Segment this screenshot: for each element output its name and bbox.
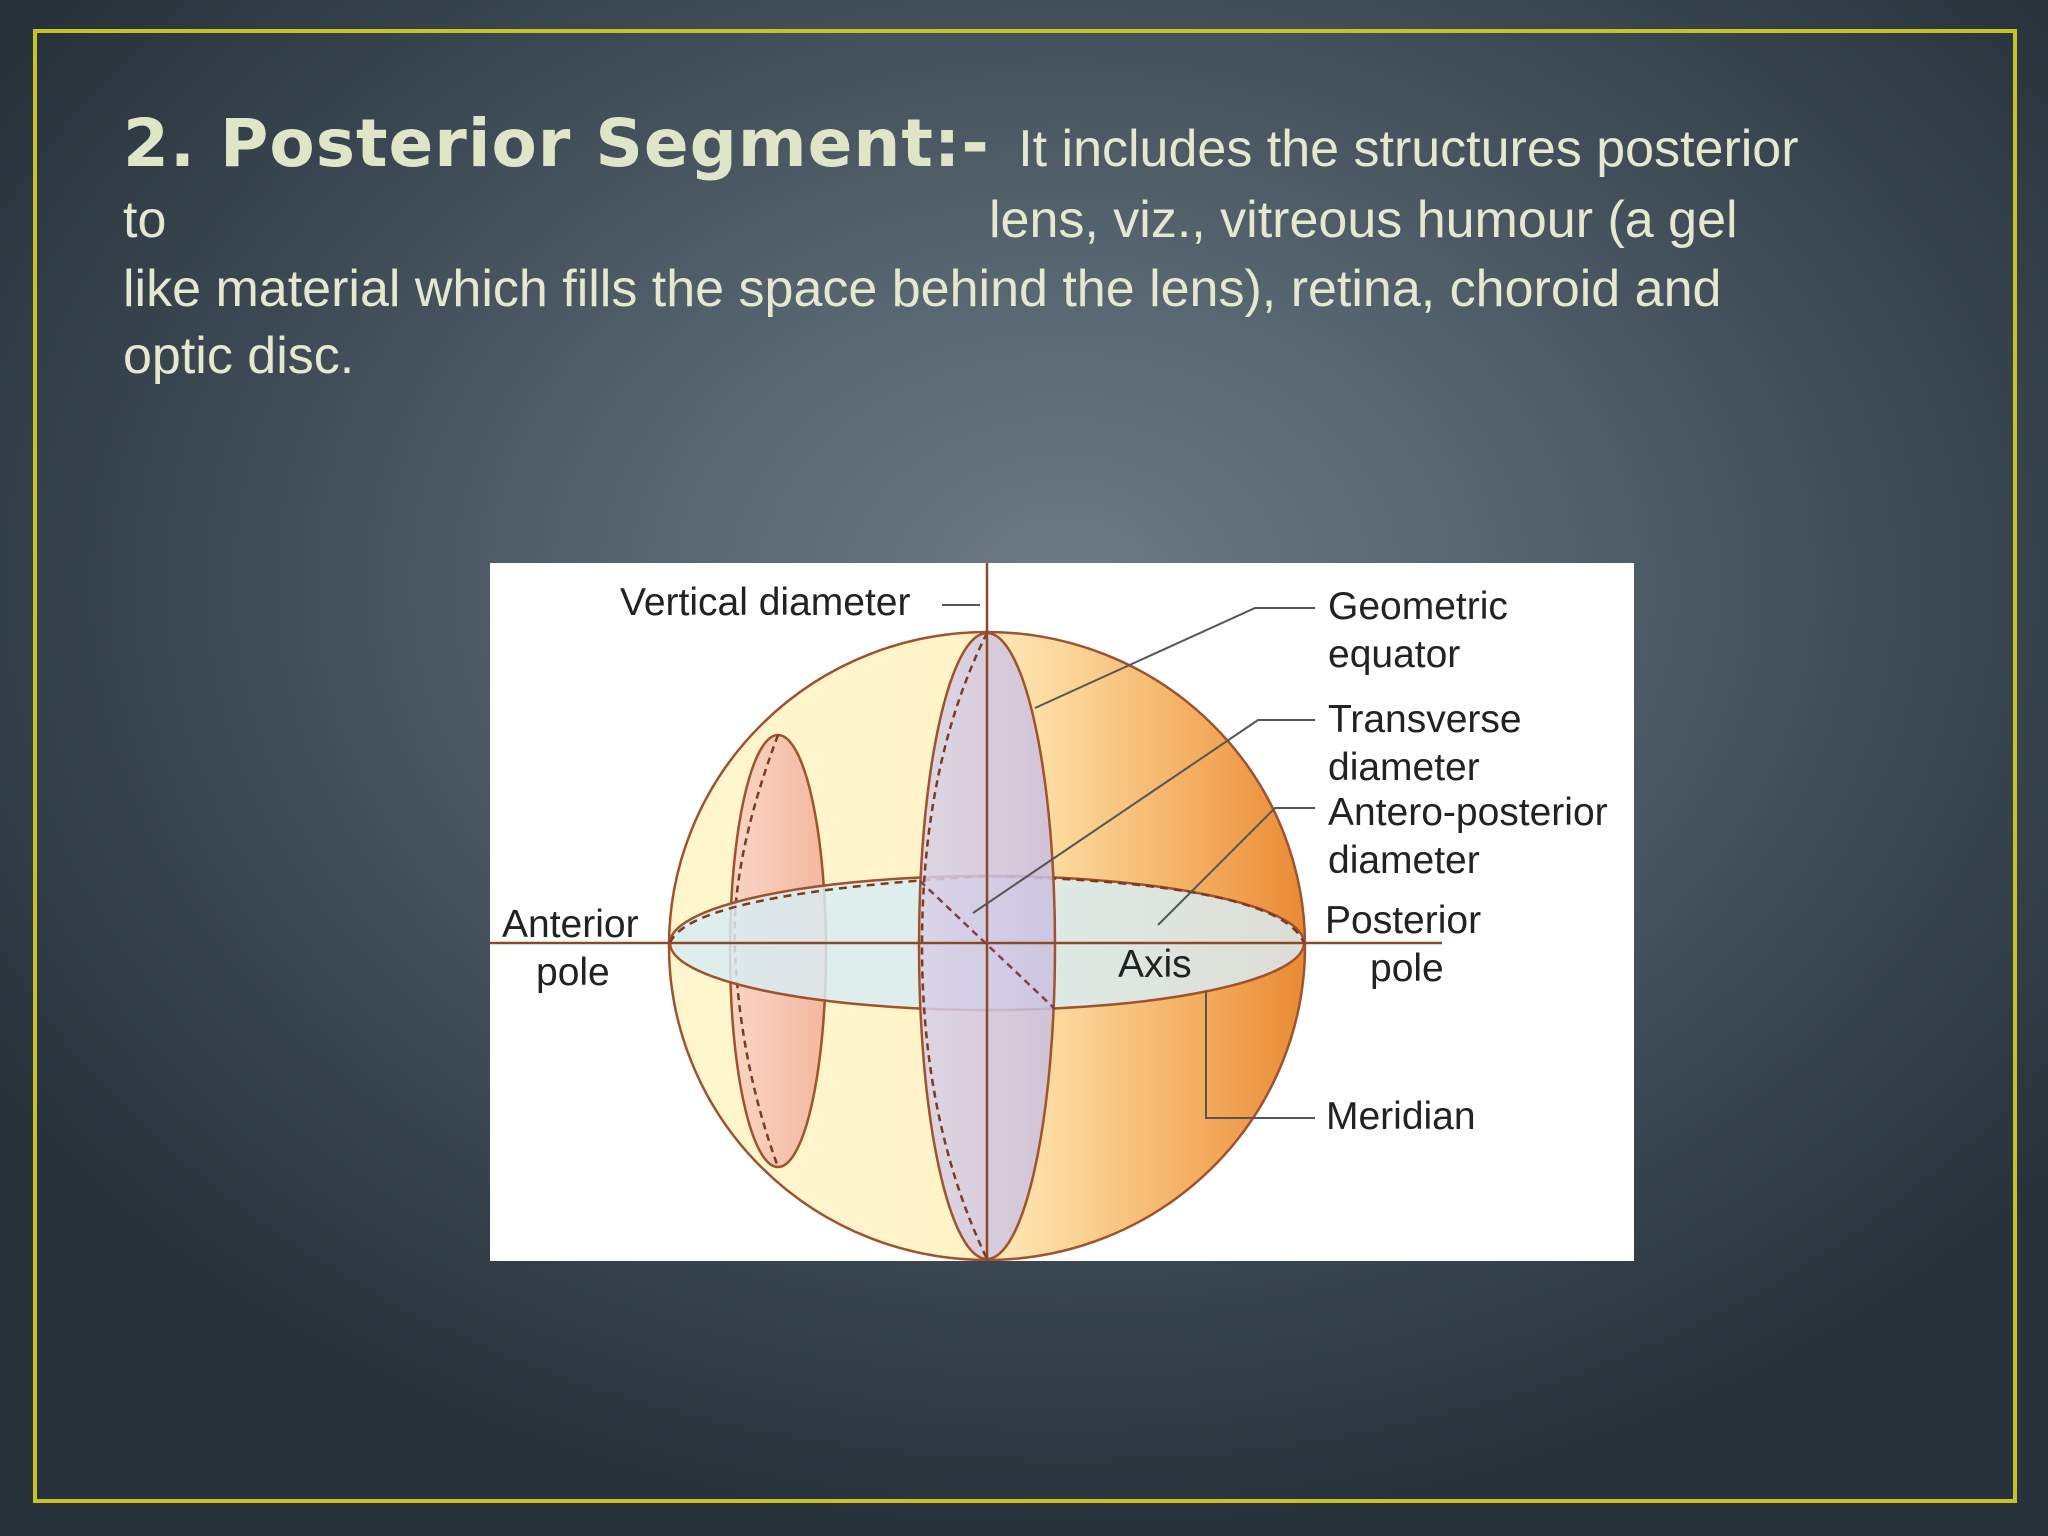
label-geometric: Geometric [1328,585,1508,628]
eyeball-diagram: Vertical diameter Geometric equator Tran… [490,563,1634,1261]
text-line-2: to [123,186,166,254]
slide-frame [33,29,2017,1503]
label-vertical-diameter: Vertical diameter [620,581,911,624]
eyeball-illustration [490,563,1442,1261]
text-line-2-left: to [123,191,167,249]
label-antero-posterior: Antero-posterior [1328,791,1608,834]
label-axis: Axis [1118,943,1192,986]
label-anterior: Anterior [502,903,639,946]
text-line-4: optic disc. [123,327,355,385]
text-line-3: like material which fills the space behi… [123,260,1722,318]
label-transverse: Transverse [1328,698,1522,741]
label-equator: equator [1328,633,1461,676]
slide-heading: 2. Posterior Segment:- [123,105,990,182]
text-line-1: 2. Posterior Segment:- It includes the s… [123,110,1799,183]
label-anterior-pole: pole [536,951,610,994]
heading-continuation: It includes the structures posterior [1018,120,1799,178]
label-meridian: Meridian [1326,1095,1476,1138]
label-posterior-pole: pole [1370,947,1444,990]
label-posterior: Posterior [1325,899,1482,942]
text-line-2-right: lens, viz., vitreous humour (a gel [989,191,1738,249]
label-antero-posterior-diameter: diameter [1328,839,1480,882]
text-line-2-right-wrap: lens, viz., vitreous humour (a gel [989,186,1738,254]
label-transverse-diameter: diameter [1328,746,1480,789]
